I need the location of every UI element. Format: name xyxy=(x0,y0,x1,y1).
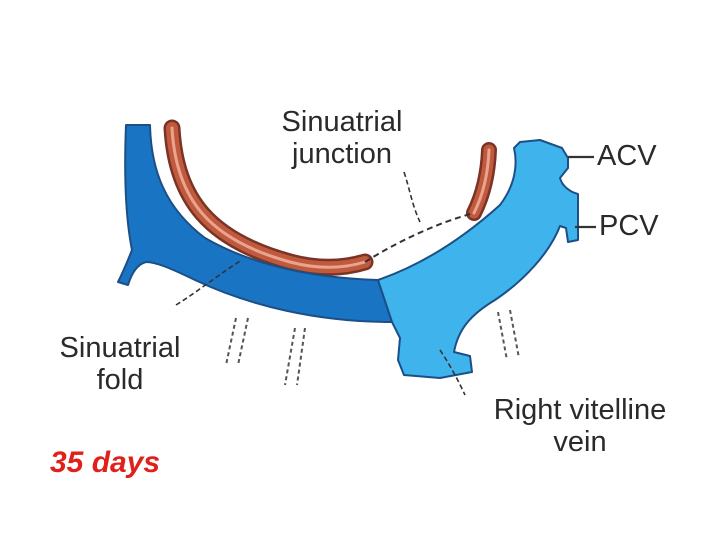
sinuatrial-junction-label-line1: Sinuatrial xyxy=(281,106,403,138)
sinuatrial-fold-label-line2: fold xyxy=(96,364,144,396)
cut-marks xyxy=(225,309,520,386)
sinuatrial-wall-left xyxy=(163,119,374,276)
sinuatrial-junction-label: Sinuatrial junction xyxy=(262,106,422,170)
sinuatrial-junction-label-line2: junction xyxy=(292,138,392,170)
right-vitelline-vein-label: Right vitelline vein xyxy=(466,394,694,458)
sinuatrial-fold-label: Sinuatrial fold xyxy=(40,332,200,396)
sinuatrial-junction-line xyxy=(364,212,475,263)
age-caption: 35 days xyxy=(50,446,161,479)
sinuatrial-wall-right xyxy=(466,142,497,221)
fold-leader-line xyxy=(175,259,243,306)
right-sinus-horn xyxy=(377,139,579,379)
vitelline-leader-line xyxy=(439,349,466,396)
horn-boundary-line xyxy=(377,279,393,323)
pcv-label: PCV xyxy=(599,210,659,242)
junction-leader-line xyxy=(403,171,421,223)
sinuatrial-fold-label-line1: Sinuatrial xyxy=(59,332,181,364)
acv-label: ACV xyxy=(597,140,657,172)
right-vitelline-vein-label-line1: Right vitelline xyxy=(493,394,667,426)
right-vitelline-vein-label-line2: vein xyxy=(553,426,607,458)
